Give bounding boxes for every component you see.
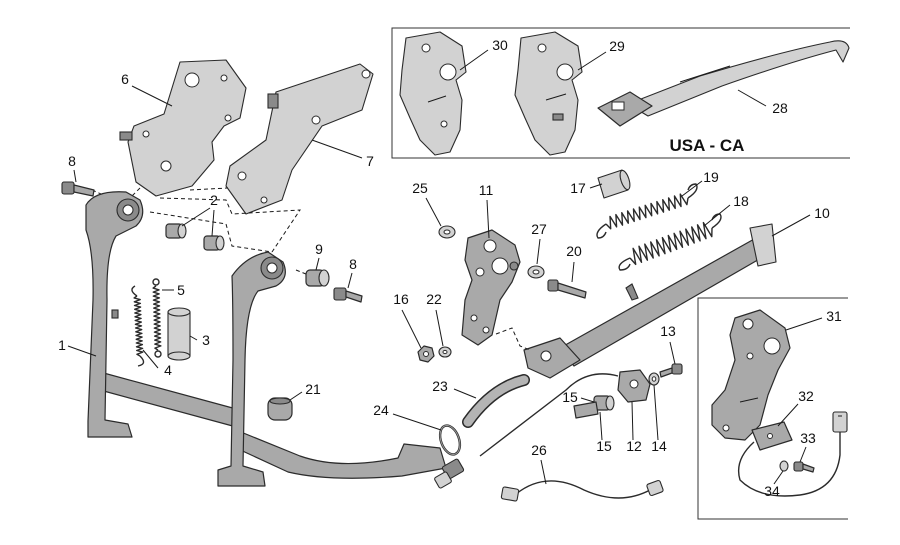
- callout-18: 18: [733, 193, 749, 209]
- callout-16: 16: [393, 291, 409, 307]
- callout-2: 2: [210, 192, 218, 208]
- part-9-bushing: [305, 269, 330, 287]
- callout-21: 21: [305, 381, 321, 397]
- part-18-spring: [618, 213, 722, 271]
- callout-8-right: 8: [349, 256, 357, 272]
- callout-11: 11: [479, 182, 494, 198]
- callout-6: 6: [121, 71, 129, 87]
- part-16-nut: [417, 345, 435, 363]
- callout-29: 29: [609, 38, 625, 54]
- callout-22: 22: [426, 291, 442, 307]
- callout-32: 32: [798, 388, 814, 404]
- part-25-washer: [438, 225, 456, 239]
- part-17-sleeve: [597, 169, 631, 199]
- part-26-cable: [500, 479, 664, 502]
- part-21-rubber-pad: [267, 397, 293, 421]
- part-31-bracket: [711, 309, 791, 441]
- part-28-side-stand: [597, 40, 850, 127]
- part-27-washer: [527, 265, 545, 279]
- callout-12: 12: [626, 438, 642, 454]
- callout-13: 13: [660, 323, 676, 339]
- leader-lines: [67, 49, 823, 485]
- callout-17: 17: [570, 180, 586, 196]
- part-19-spring: [596, 183, 698, 239]
- callout-4: 4: [164, 362, 172, 378]
- part-29-bracket: [514, 31, 583, 156]
- callout-27: 27: [531, 221, 547, 237]
- part-22-washer: [438, 346, 452, 358]
- part-1-center-stand: [85, 191, 447, 487]
- part-11-bracket: [461, 229, 521, 346]
- callout-8-left: 8: [68, 153, 76, 169]
- part-23-hose: [462, 374, 530, 428]
- callout-23: 23: [432, 378, 448, 394]
- callout-33: 33: [800, 430, 816, 446]
- callout-9: 9: [315, 241, 323, 257]
- callout-15-lower: 15: [596, 438, 612, 454]
- part-20-bolt: [547, 279, 587, 299]
- part-13-bolt: [659, 363, 683, 378]
- part-34-washer: [779, 460, 789, 472]
- switch-variant-frame: [697, 297, 848, 520]
- part-24-clip: [438, 424, 462, 456]
- part-5-spring: [152, 278, 162, 358]
- part-12-sensor-bracket: [617, 369, 651, 403]
- region-label-usa-ca: USA - CA: [670, 136, 745, 155]
- callout-28: 28: [772, 100, 788, 116]
- part-33-screw: [793, 461, 815, 473]
- callout-19: 19: [703, 169, 719, 185]
- callout-30: 30: [492, 37, 508, 53]
- callout-5: 5: [177, 282, 185, 298]
- part-15-screw-lower: [573, 401, 599, 419]
- part-15-screw-upper: [593, 395, 615, 411]
- part-30-bracket: [399, 31, 467, 156]
- callout-34: 34: [764, 483, 780, 499]
- part-4-spring: [131, 285, 145, 367]
- part-6-left-bracket: [119, 59, 247, 197]
- assembly-guide-lines-right: [495, 327, 531, 351]
- callout-7: 7: [366, 153, 374, 169]
- part-14-washer: [648, 372, 660, 386]
- callout-3: 3: [202, 332, 210, 348]
- part-10-side-stand: [523, 223, 777, 379]
- part-8-bolt-right: [333, 287, 363, 303]
- part-2-bushings: [165, 223, 225, 251]
- callout-24: 24: [373, 402, 389, 418]
- callout-14: 14: [651, 438, 667, 454]
- callout-1: 1: [58, 337, 66, 353]
- part-32-switch: [737, 411, 848, 497]
- callout-26: 26: [531, 442, 547, 458]
- callout-labels: 6 7 8 2 5 3 4 1 9 8 21 30 29 28 25 11 17…: [58, 37, 842, 499]
- part-3-sleeve: [167, 307, 191, 361]
- usa-ca-variant-frame: [391, 27, 850, 159]
- callout-25: 25: [412, 180, 428, 196]
- part-7-right-bracket: [225, 63, 374, 215]
- callout-10: 10: [814, 205, 830, 221]
- sensor-wire: [434, 373, 619, 489]
- callout-20: 20: [566, 243, 582, 259]
- part-8-bolt-left: [61, 181, 95, 197]
- callout-31: 31: [826, 308, 842, 324]
- callout-15-upper: 15: [562, 389, 578, 405]
